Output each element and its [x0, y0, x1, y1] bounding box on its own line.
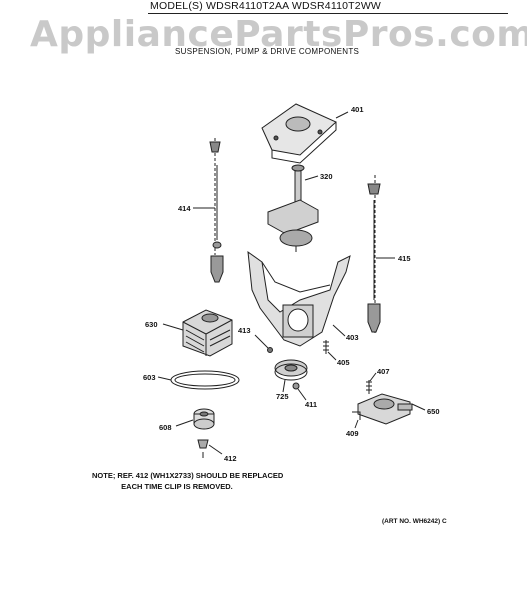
model-title: MODEL(S) WDSR4110T2AA WDSR4110T2WW	[150, 0, 382, 12]
leader-413	[254, 334, 269, 349]
callout-412: 412	[224, 454, 237, 463]
part-603-drive-belt	[170, 370, 240, 390]
leader-409	[354, 419, 359, 429]
callout-401: 401	[351, 105, 364, 114]
callout-608: 608	[159, 423, 172, 432]
callout-630: 630	[145, 320, 158, 329]
part-407-screw	[366, 380, 372, 394]
callout-409: 409	[346, 429, 359, 438]
leader-401	[335, 111, 349, 119]
leader-412	[208, 444, 223, 455]
part-411-nut	[292, 382, 300, 390]
part-403-base-bracket	[247, 250, 351, 347]
part-630-motor	[182, 309, 233, 357]
part-725-pulley	[274, 359, 308, 381]
part-413-washer	[267, 347, 273, 353]
callout-650: 650	[427, 407, 440, 416]
leader-405	[327, 351, 337, 361]
callout-320: 320	[320, 172, 333, 181]
part-414-suspension-rod	[209, 138, 224, 283]
callout-413: 413	[238, 326, 251, 335]
part-405-screw	[323, 340, 329, 354]
part-608-motor-pulley	[193, 408, 215, 430]
callout-407: 407	[377, 367, 390, 376]
callout-403: 403	[346, 333, 359, 342]
callout-414: 414	[178, 204, 191, 213]
replacement-note: NOTE; REF. 412 (WH1X2733) SHOULD BE REPL…	[92, 471, 284, 491]
callout-411: 411	[305, 400, 317, 409]
art-number: (ART NO. WH6242) C	[382, 518, 447, 525]
leader-603	[157, 376, 172, 381]
callout-725: 725	[276, 392, 289, 401]
leader-411	[297, 388, 307, 401]
leader-608	[175, 419, 194, 427]
title-rule	[148, 13, 508, 14]
leader-403	[332, 324, 346, 337]
callout-603: 603	[143, 373, 156, 382]
callout-405: 405	[337, 358, 350, 367]
leader-650	[411, 403, 426, 411]
leader-630	[162, 323, 184, 331]
leader-725	[282, 379, 286, 393]
section-subtitle: SUSPENSION, PUMP & DRIVE COMPONENTS	[175, 47, 360, 56]
part-650-pump	[352, 393, 413, 425]
leader-407	[369, 372, 377, 382]
part-415-suspension-rod	[367, 175, 381, 335]
part-401-cover	[261, 103, 337, 164]
leader-320	[304, 175, 319, 181]
part-320-shaft-assembly	[267, 164, 319, 252]
part-412-clip	[197, 439, 209, 458]
callout-415: 415	[398, 254, 411, 263]
